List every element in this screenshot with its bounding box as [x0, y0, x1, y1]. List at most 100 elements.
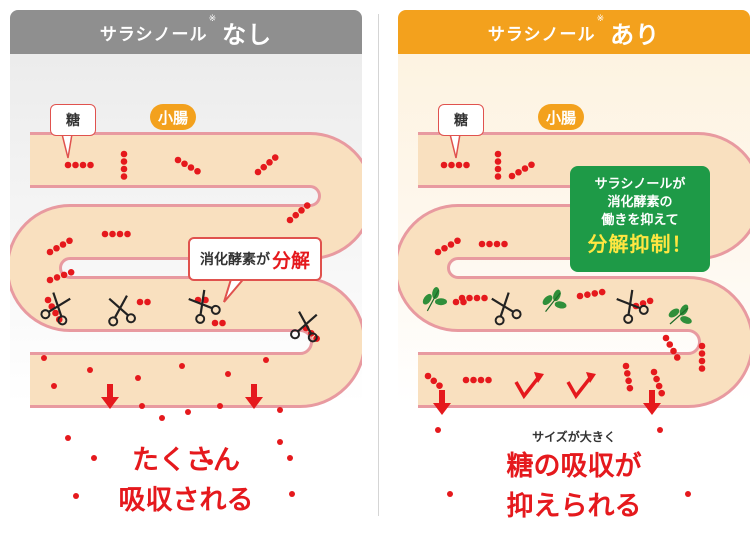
- right-result-line2: 抑えられる: [506, 491, 642, 522]
- glucose-dot: [655, 382, 663, 390]
- glucose-dot: [124, 230, 131, 238]
- glucose-dot: [508, 172, 516, 180]
- glucose-chain: [462, 376, 492, 384]
- intestine-tube: [398, 135, 750, 405]
- glucose-dot: [67, 269, 75, 276]
- glucose-dot: [515, 168, 522, 176]
- glucose-dot: [625, 377, 632, 385]
- glucose-dot: [454, 237, 461, 245]
- glucose-dot: [463, 161, 470, 169]
- glucose-dot: [430, 377, 438, 385]
- glucose-dot: [666, 341, 674, 348]
- leaf-icon: [542, 289, 567, 312]
- scissors-part: [638, 304, 649, 315]
- glucose-dot: [650, 368, 658, 376]
- absorbed-glucose-dot: [217, 403, 223, 409]
- scissors-part: [195, 313, 206, 324]
- size-note: サイズが大きく: [532, 430, 616, 444]
- panel-divider: [378, 14, 379, 516]
- scissors-part: [290, 329, 301, 340]
- glucose-dot: [494, 158, 502, 165]
- leaf-part: [542, 295, 553, 305]
- glucose-chain: [698, 342, 706, 372]
- glucose-dot: [477, 376, 485, 384]
- absorbed-glucose-dot: [685, 491, 691, 497]
- scissors-icon: [491, 292, 522, 326]
- glucose-chain: [211, 319, 226, 327]
- intestine-tube: [10, 135, 362, 405]
- callout-line3: 働きを抑えて: [601, 213, 679, 228]
- glucose-dot: [598, 288, 606, 296]
- glucose-dot: [622, 362, 630, 370]
- glucose-dot: [59, 241, 67, 248]
- glucose-dot: [626, 384, 634, 392]
- leaf-icon: [422, 287, 448, 312]
- enzyme-text: 消化酵素が: [200, 252, 270, 268]
- leaf-icon: [668, 304, 692, 325]
- scissors-icon: [188, 289, 221, 324]
- glucose-dot: [494, 173, 502, 180]
- glucose-dot: [670, 347, 677, 355]
- absorbed-glucose-dot: [91, 455, 97, 461]
- glucose-chain: [508, 161, 535, 180]
- glucose-dot: [66, 237, 73, 245]
- glucose-dot: [120, 173, 128, 180]
- glucose-dot: [266, 159, 273, 166]
- left-result-line2: 吸収される: [118, 485, 254, 516]
- glucose-chain: [424, 372, 443, 389]
- right-header-emph: あり: [610, 20, 661, 49]
- glucose-dot: [441, 244, 448, 252]
- glucose-dot: [528, 161, 535, 169]
- glucose-dot: [698, 350, 706, 357]
- glucose-dot: [46, 248, 54, 256]
- absorbed-glucose-dot: [287, 455, 293, 461]
- callout-line2: 消化酵素の: [607, 195, 673, 210]
- right-result-line1: 糖の吸収が: [506, 451, 642, 482]
- with-saracinol-panel: サラシノール※ あり 糖 小腸 サラシノールが 消化酵素の 働きを抑えて 分解抑…: [398, 10, 750, 522]
- left-header-emph: なし: [222, 20, 273, 49]
- glucose-dot: [455, 161, 463, 169]
- absorbed-glucose-dot: [73, 493, 79, 499]
- glucose-chain: [662, 334, 681, 361]
- glucose-dot: [72, 161, 79, 169]
- absorbed-glucose-dot: [139, 403, 145, 409]
- absorbed-glucose-dot: [277, 439, 283, 445]
- glucose-dot: [60, 271, 68, 279]
- leaf-part: [668, 308, 680, 318]
- growth-arrow-head: [586, 372, 596, 383]
- leaf-part: [553, 289, 561, 302]
- growth-arrow: [566, 376, 592, 400]
- glucose-dot: [254, 168, 262, 176]
- glucose-dot: [591, 290, 599, 297]
- glucose-dot: [181, 160, 188, 168]
- absorption-arrow-shaft: [649, 390, 655, 404]
- glucose-dot: [51, 383, 57, 389]
- absorption-arrow: [433, 403, 451, 415]
- scissors-part: [108, 297, 130, 317]
- glucose-chain: [46, 269, 75, 284]
- growth-arrow-head: [534, 372, 544, 383]
- glucose-dot: [87, 161, 94, 169]
- right-header: サラシノール※ あり: [398, 10, 750, 54]
- glucose-chain: [101, 230, 131, 238]
- glucose-dot: [473, 294, 481, 302]
- glucose-dot: [135, 375, 141, 381]
- scissors-part: [188, 297, 213, 310]
- glucose-chain: [254, 154, 279, 176]
- glucose-dot: [271, 154, 279, 161]
- scissors-part: [210, 304, 221, 315]
- absorption-arrow: [643, 403, 661, 415]
- glucose-dot: [448, 161, 455, 169]
- glucose-dot: [79, 161, 87, 169]
- scissors-part: [113, 295, 128, 319]
- without-saracinol-panel: サラシノール※ なし 糖 小腸 消化酵素が 分解 たくさん 吸収される: [10, 10, 362, 520]
- leaf-part: [435, 298, 448, 306]
- callout-line1: サラシノールが: [594, 177, 686, 192]
- enzyme-emph: 分解: [272, 249, 311, 272]
- scissors-part: [52, 292, 63, 318]
- scissors-part: [511, 309, 522, 320]
- small-intestine-label: 小腸: [538, 104, 585, 130]
- glucose-chain: [478, 240, 508, 248]
- scissors-part: [47, 297, 71, 314]
- leaf-part: [669, 307, 689, 325]
